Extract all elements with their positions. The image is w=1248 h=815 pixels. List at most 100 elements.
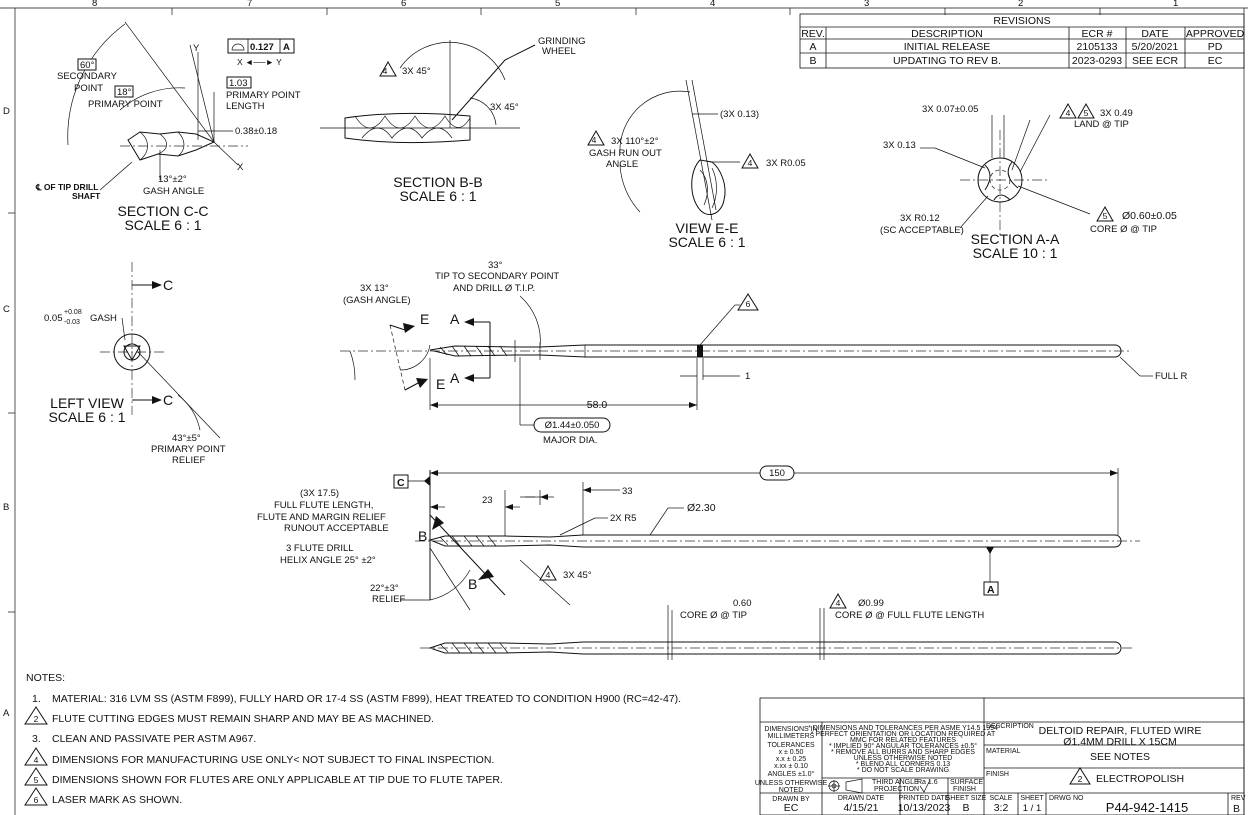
section-a-a-flag-5: 5 bbox=[1084, 108, 1089, 118]
main-side-view: E E A A 3X 13° (GASH ANGLE) 33° TIP TO S… bbox=[340, 260, 1188, 446]
finish-value: ELECTROPOLISH bbox=[1096, 773, 1184, 785]
land-at-tip-label: LAND @ TIP bbox=[1074, 119, 1129, 130]
section-b-b-scale: SCALE 6 : 1 bbox=[399, 188, 476, 204]
y-axis-label: Y bbox=[193, 43, 200, 54]
profile-datum: A bbox=[283, 42, 290, 53]
finish-label: FINISH bbox=[986, 771, 1009, 778]
tip-offset-dim: 0.38±0.18 bbox=[235, 126, 277, 137]
datum-c: C bbox=[397, 477, 405, 489]
section-b-b-note-flag: 4 bbox=[383, 66, 388, 76]
gash-runout-label-2: ANGLE bbox=[606, 159, 638, 170]
rev-header-date: DATE bbox=[1141, 28, 1168, 40]
general-note-5: * REMOVE ALL BURRS AND SHARP EDGES bbox=[831, 749, 975, 756]
scale-value: 3:2 bbox=[994, 802, 1009, 814]
left-view: C C 0.05 +0.08 -0.03 GASH 43°±5° PRIMARY… bbox=[44, 262, 226, 466]
tolerance-3: x.xx ± 0.10 bbox=[774, 763, 808, 770]
primary-point-label: PRIMARY POINT bbox=[88, 99, 163, 110]
surface-finish-icon bbox=[919, 779, 931, 793]
material-label: MATERIAL bbox=[986, 748, 1021, 755]
note-6-flag: 6 bbox=[34, 795, 39, 805]
zone-label-8: 8 bbox=[92, 0, 97, 9]
relief-angle: 22°±3° bbox=[370, 583, 399, 594]
rev-header-ecr: ECR # bbox=[1082, 28, 1113, 40]
general-note-8: * DO NOT SCALE DRAWING bbox=[857, 767, 949, 774]
zone-label-4: 4 bbox=[710, 0, 715, 9]
printed-date-value: 10/13/2023 bbox=[898, 802, 951, 814]
gash-angle-label: GASH ANGLE bbox=[143, 186, 204, 197]
drill-end-view bbox=[113, 333, 151, 371]
note-3-text: CLEAN AND PASSIVATE PER ASTM A967. bbox=[52, 733, 256, 745]
zone-label-b: B bbox=[3, 502, 9, 513]
note-5-text: DIMENSIONS SHOWN FOR FLUTES ARE ONLY APP… bbox=[52, 774, 503, 786]
scale-label: SCALE bbox=[990, 795, 1013, 802]
section-a-top: A bbox=[450, 311, 460, 327]
core-full-flag: 4 bbox=[836, 598, 841, 608]
shaft-centerline-label-2: SHAFT bbox=[72, 191, 101, 201]
zone-label-c: C bbox=[3, 304, 10, 315]
major-dia-label: MAJOR DIA. bbox=[543, 435, 597, 446]
general-note-4: * IMPLIED 90° ANGULAR TOLERANCES ±0.5° bbox=[829, 742, 977, 750]
view-e-e-flag-2: 4 bbox=[748, 158, 753, 168]
gash-runout-label: GASH RUN OUT bbox=[589, 148, 662, 159]
section-e-top: E bbox=[420, 311, 429, 327]
zone-label-2: 2 bbox=[1018, 0, 1023, 9]
core-dia-at-tip: Ø0.60±0.05 bbox=[1122, 210, 1177, 222]
rev-row-b-description: UPDATING TO REV B. bbox=[893, 55, 1001, 67]
profile-tolerance: 0.127 bbox=[250, 42, 274, 53]
view-e-e-scale: SCALE 6 : 1 bbox=[668, 234, 745, 250]
section-a-a-view: 3X 0.07±0.05 4 5 3X 0.49 LAND @ TIP 3X 0… bbox=[880, 102, 1177, 261]
gash-dim-label: GASH bbox=[90, 313, 117, 324]
zone-label-a: A bbox=[3, 708, 10, 719]
section-b-top: B bbox=[418, 528, 427, 544]
rev-row-b-ecr: 2023-0293 bbox=[1072, 55, 1122, 67]
note-6-text: LASER MARK AS SHOWN. bbox=[52, 794, 182, 806]
drawn-by-label: DRAWN BY bbox=[772, 796, 810, 803]
general-note-1: * DIMENSIONS AND TOLERANCES PER ASME Y14… bbox=[808, 725, 998, 732]
sheet-size-label: SHEET SIZE bbox=[946, 795, 987, 802]
core-dia-at-tip-label: CORE Ø @ TIP bbox=[1090, 224, 1157, 235]
drawn-date-label: DRAWN DATE bbox=[838, 795, 885, 802]
section-b-b-title: SECTION B-B bbox=[393, 174, 482, 190]
part-description: DELTOID REPAIR, FLUTED WIRE bbox=[1039, 725, 1202, 737]
left-view-section-c-bottom: C bbox=[163, 392, 173, 408]
title-block: DIMENSIONS IN MILLIMETERS TOLERANCES x ±… bbox=[755, 697, 1246, 815]
note-5-flag: 5 bbox=[34, 775, 39, 785]
left-view-section-c-top: C bbox=[163, 277, 173, 293]
rev-row-a-ecr: 2105133 bbox=[1077, 41, 1118, 53]
general-note-2: * PERFECT ORIENTATION OR LOCATION REQUIR… bbox=[811, 731, 996, 738]
finish-flag: 2 bbox=[1078, 774, 1083, 784]
tolerance-4: ANGLES ±1.0° bbox=[768, 770, 815, 778]
tip-angle: 33° bbox=[488, 260, 503, 271]
laser-mark-flag: 6 bbox=[746, 299, 751, 309]
gash-dim-base: 0.05 bbox=[44, 313, 63, 324]
rev-header-rev: REV. bbox=[801, 28, 825, 40]
view-e-e-flag-1: 4 bbox=[592, 135, 597, 145]
drawing-number-label: DRWG NO bbox=[1049, 795, 1084, 802]
rev-header-approved: APPROVED bbox=[1186, 28, 1245, 40]
primary-point-angle: 18° bbox=[117, 87, 132, 98]
lower-side-view: 150 C (3X 17.5) FULL FLUTE LENGTH, FLUTE… bbox=[257, 465, 1140, 611]
core-tip-value: 0.60 bbox=[733, 598, 752, 609]
lower-angle: 3X 45° bbox=[563, 570, 592, 581]
tolerance-2: x.x ± 0.25 bbox=[776, 756, 806, 763]
secondary-point-angle: 60° bbox=[80, 60, 95, 71]
section-b-bottom: B bbox=[468, 576, 477, 592]
section-c-c-scale: SCALE 6 : 1 bbox=[124, 217, 201, 233]
primary-relief-angle: 43°±5° bbox=[172, 433, 201, 444]
dim-33: 33 bbox=[622, 486, 633, 497]
revisions-title: REVISIONS bbox=[993, 15, 1050, 27]
part-description-2: Ø1.4MM DRILL X 15CM bbox=[1063, 736, 1176, 748]
rev-row-a-approved: PD bbox=[1208, 41, 1223, 53]
grinding-wheel-label-2: WHEEL bbox=[542, 46, 576, 57]
core-tip-label: CORE Ø @ TIP bbox=[680, 610, 747, 621]
notes-section: NOTES: 1. MATERIAL: 316 LVM SS (ASTM F89… bbox=[24, 672, 681, 806]
gash-angle-value: 13°±2° bbox=[158, 174, 187, 185]
projection-label: THIRD ANGLE bbox=[872, 779, 919, 786]
sheet-size-value: B bbox=[962, 802, 969, 814]
section-c-c-view: 60° SECONDARY POINT 18° PRIMARY POINT Y … bbox=[35, 21, 301, 233]
left-view-title: LEFT VIEW bbox=[50, 395, 124, 411]
main-length-dim: 58.0 bbox=[587, 399, 608, 411]
surface-finish-value: Ra 1.6 bbox=[917, 779, 938, 786]
rev-row-b-approved: EC bbox=[1208, 55, 1223, 67]
